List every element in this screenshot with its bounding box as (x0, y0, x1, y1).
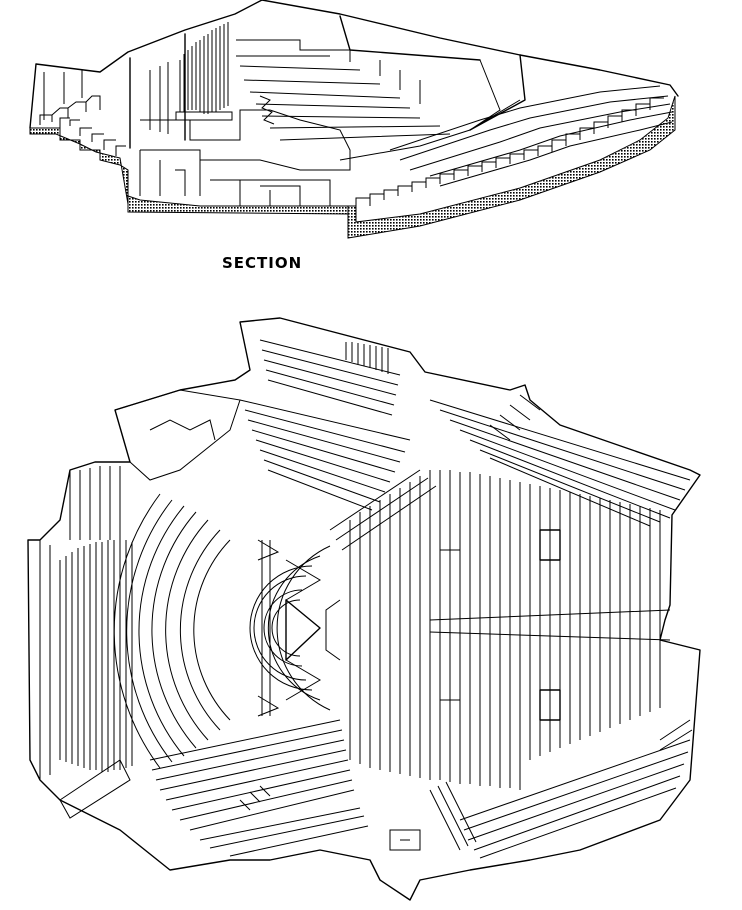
plan-left-block (59, 466, 133, 819)
section-roof-inner (129, 15, 526, 149)
plan-drawing (27, 317, 701, 901)
section-steps-left (39, 70, 126, 156)
plan-bottom-left-block (149, 719, 369, 857)
section-balconies (236, 39, 451, 141)
section-label: SECTION (222, 254, 302, 272)
plan-bottom-right-block (389, 719, 693, 859)
section-stage (139, 109, 351, 206)
plan-right-main-block (329, 469, 671, 790)
plan-stage-arcs (249, 539, 341, 717)
section-steps-right (339, 59, 673, 206)
plan-left-wall (28, 539, 51, 780)
section-foundation-left (29, 127, 196, 213)
plan-top-left-block (114, 339, 411, 511)
section-drawing: SECTION (29, 0, 679, 272)
section-organ (149, 22, 233, 134)
plan-top-right-block (429, 394, 691, 527)
section-roof-line (29, 0, 679, 129)
section-foundation-right (347, 95, 676, 239)
section-foundation-center (127, 195, 351, 215)
